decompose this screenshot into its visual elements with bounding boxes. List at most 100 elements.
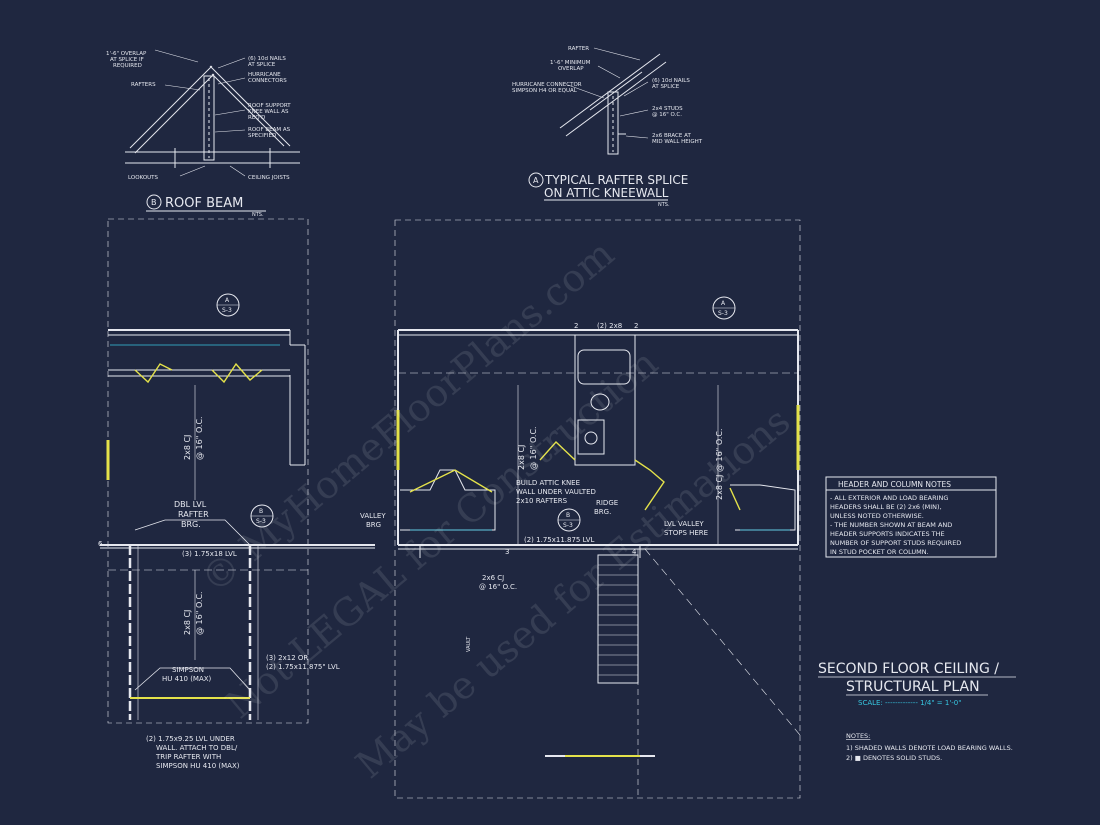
section-tag-letter: B bbox=[259, 508, 263, 515]
detail-roof-beam bbox=[125, 49, 300, 177]
top-header: (2) 2x8 bbox=[597, 322, 622, 330]
dbl-lvl-line: BRG. bbox=[181, 520, 201, 529]
right-cj-mid-spacing: @ 16" O.C. bbox=[529, 426, 538, 470]
detail-a-title-line1: TYPICAL RAFTER SPLICE bbox=[544, 173, 688, 187]
valley-brg: BRG bbox=[366, 521, 381, 529]
plan-title-line2: STRUCTURAL PLAN bbox=[846, 679, 980, 695]
detail-b-label: ROOF BEAM AS bbox=[248, 127, 291, 133]
detail-b-label: CONNECTORS bbox=[248, 78, 287, 84]
left-cj-bot: 2x8 CJ bbox=[183, 610, 192, 635]
detail-rafter-splice-labels: RAFTER 1'-6" MINIMUM OVERLAP HURRICANE C… bbox=[512, 46, 703, 208]
watermark-line: May be used for Estimations bbox=[348, 399, 799, 787]
header-notes-line: - THE NUMBER SHOWN AT BEAM AND bbox=[830, 521, 952, 529]
header-notes-line: NUMBER OF SUPPORT STUDS REQUIRED bbox=[830, 539, 961, 547]
left-cj-bot-spacing: @ 16" O.C. bbox=[195, 591, 204, 635]
detail-a-label: 2x6 BRACE AT bbox=[652, 133, 691, 139]
detail-marker-circle bbox=[528, 172, 544, 188]
detail-a-label: SIMPSON H4 OR EQUAL bbox=[512, 88, 578, 94]
right-cj-mid: 2x8 CJ bbox=[517, 445, 526, 470]
left-plan-labels: A S-3 2x8 CJ @ 16" O.C. DBL LVL RAFTER B… bbox=[98, 293, 386, 770]
detail-marker-circle bbox=[146, 194, 162, 210]
detail-a-marker: A bbox=[533, 176, 539, 185]
header-notes-title: HEADER AND COLUMN NOTES bbox=[838, 480, 951, 489]
detail-b-label: HURRICANE bbox=[248, 72, 281, 78]
notes-title: NOTES: bbox=[846, 732, 870, 740]
left-cj-top-spacing: @ 16" O.C. bbox=[195, 416, 204, 460]
detail-b-label: AT SPLICE bbox=[248, 62, 276, 68]
left-plan bbox=[100, 218, 375, 724]
detail-a-scale: NTS. bbox=[658, 202, 670, 208]
detail-b-label: 1'-6" OVERLAP bbox=[106, 51, 147, 57]
section-tag-sheet: S-3 bbox=[563, 522, 573, 529]
lvl-valley: STOPS HERE bbox=[664, 529, 708, 537]
detail-a-label: OVERLAP bbox=[558, 66, 584, 72]
hanger: SIMPSON bbox=[172, 666, 204, 674]
left-cj-top: 2x8 CJ bbox=[183, 435, 192, 460]
left-note: (2) 1.75x9.25 LVL UNDER bbox=[146, 735, 235, 743]
left-post: 6 bbox=[98, 540, 103, 548]
detail-a-label: AT SPLICE bbox=[652, 84, 680, 90]
detail-b-label: KNEE WALL AS bbox=[248, 109, 289, 115]
detail-b-title: ROOF BEAM bbox=[165, 196, 243, 211]
section-tag-sheet: S-3 bbox=[256, 518, 266, 525]
post-count: 2 bbox=[574, 322, 578, 330]
vault-label: VAULT bbox=[466, 636, 472, 652]
post-count: 3 bbox=[505, 548, 509, 556]
header-notes-line: UNLESS NOTED OTHERWISE. bbox=[830, 512, 924, 520]
ridge-brg: BRG. bbox=[594, 508, 611, 516]
alt-beam: (3) 2x12 OR bbox=[266, 654, 308, 662]
detail-b-label: (6) 10d NAILS bbox=[248, 56, 286, 62]
detail-a-label: 1'-6" MINIMUM bbox=[550, 60, 591, 66]
header-column-notes: HEADER AND COLUMN NOTES - ALL EXTERIOR A… bbox=[825, 476, 997, 558]
detail-a-label: HURRICANE CONNECTOR bbox=[512, 82, 582, 88]
hanger: HU 410 (MAX) bbox=[162, 675, 212, 683]
detail-b-label: REQ'D bbox=[248, 115, 265, 121]
notes-line: 1) SHADED WALLS DENOTE LOAD BEARING WALL… bbox=[846, 744, 1013, 752]
post-count: 2 bbox=[634, 322, 638, 330]
detail-a-label: MID WALL HEIGHT bbox=[652, 139, 703, 145]
left-beam: (3) 1.75x18 LVL bbox=[182, 550, 237, 558]
plan-scale: SCALE: ------------- 1/4" = 1'-0" bbox=[858, 699, 961, 707]
header-notes-line: - ALL EXTERIOR AND LOAD BEARING bbox=[830, 494, 948, 502]
left-note: WALL. ATTACH TO DBL/ bbox=[156, 744, 238, 752]
detail-b-marker: B bbox=[151, 198, 157, 207]
detail-b-label: AT SPLICE IF bbox=[110, 57, 144, 63]
right-cj-low: 2x6 CJ bbox=[482, 574, 504, 582]
detail-b-label: LOOKOUTS bbox=[128, 175, 159, 181]
dbl-lvl-line: DBL LVL bbox=[174, 500, 207, 509]
detail-roof-beam-labels: 1'-6" OVERLAP AT SPLICE IF REQUIRED RAFT… bbox=[106, 51, 291, 218]
detail-b-label: CEILING JOISTS bbox=[248, 175, 290, 181]
detail-a-title-line2: ON ATTIC KNEEWALL bbox=[544, 186, 669, 200]
section-tag-sheet: S-3 bbox=[718, 310, 728, 317]
right-beam: (2) 1.75x11.875 LVL bbox=[524, 536, 595, 544]
ridge-brg: RIDGE bbox=[596, 499, 618, 507]
knee-wall-note: BUILD ATTIC KNEE bbox=[516, 479, 580, 487]
dbl-lvl-line: RAFTER bbox=[178, 510, 209, 519]
detail-b-label: REQUIRED bbox=[113, 63, 142, 69]
section-tag-letter: A bbox=[225, 297, 230, 304]
right-cj-right: 2x8 CJ @ 16" O.C. bbox=[715, 428, 724, 500]
detail-b-label: SPECIFIED bbox=[248, 133, 276, 139]
section-tag-sheet: S-3 bbox=[222, 307, 232, 314]
left-note: TRIP RAFTER WITH bbox=[155, 753, 221, 761]
valley-brg: VALLEY bbox=[360, 512, 386, 520]
lvl-valley: LVL VALLEY bbox=[664, 520, 704, 528]
detail-a-label: 2x4 STUDS bbox=[652, 106, 683, 112]
notes-block: NOTES: 1) SHADED WALLS DENOTE LOAD BEARI… bbox=[846, 732, 1013, 762]
knee-wall-note: WALL UNDER VAULTED bbox=[516, 488, 596, 496]
header-notes-line: HEADERS SHALL BE (2) 2x6 (MIN), bbox=[830, 503, 942, 511]
section-tag-letter: A bbox=[721, 300, 726, 307]
detail-b-label: RAFTERS bbox=[131, 82, 156, 88]
header-notes-line: IN STUD POCKET OR COLUMN. bbox=[830, 548, 929, 556]
detail-b-scale: NTS. bbox=[252, 212, 264, 218]
alt-beam: (2) 1.75x11.875" LVL bbox=[266, 663, 340, 671]
detail-b-label: ROOF SUPPORT bbox=[248, 103, 291, 109]
knee-wall-note: 2x10 RAFTERS bbox=[516, 497, 568, 505]
plan-title-block: SECOND FLOOR CEILING / STRUCTURAL PLAN S… bbox=[818, 661, 1016, 707]
watermark: © MyHomeFloorPlans.com Not LEGAL for Con… bbox=[193, 231, 799, 787]
right-plan bbox=[394, 219, 801, 799]
right-cj-low-spacing: @ 16" O.C. bbox=[479, 583, 517, 591]
detail-a-label: @ 16" O.C. bbox=[652, 112, 682, 118]
plan-title-line1: SECOND FLOOR CEILING / bbox=[818, 661, 999, 677]
